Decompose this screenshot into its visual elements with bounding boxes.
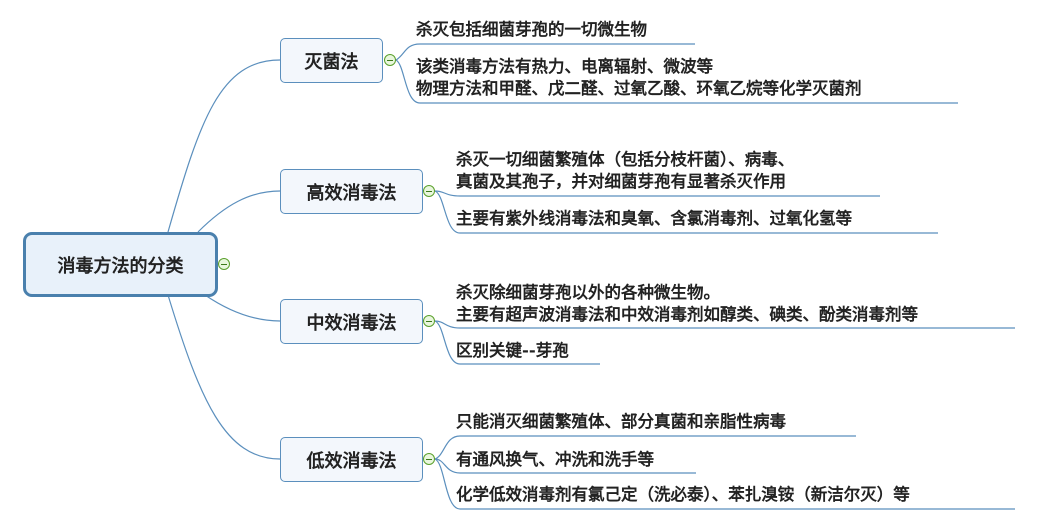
leaf-text: 化学低效消毒剂有氯己定（洗必泰）、苯扎溴铵（新洁尔灭）等 [456, 485, 910, 504]
root-label: 消毒方法的分类 [57, 255, 184, 277]
branch-label: 低效消毒法 [306, 450, 397, 472]
leaf-text: 主要有超声波消毒法和中效消毒剂如醇类、碘类、酚类消毒剂等 [456, 305, 918, 324]
collapse-toggle-icon[interactable] [218, 258, 230, 270]
branch-label: 高效消毒法 [306, 182, 397, 204]
branch-label: 中效消毒法 [306, 312, 397, 334]
collapse-toggle-icon[interactable] [423, 185, 435, 197]
leaf-text: 杀灭包括细菌芽孢的一切微生物 [416, 20, 647, 39]
collapse-toggle-icon[interactable] [384, 54, 396, 66]
leaf-node[interactable]: 杀灭包括细菌芽孢的一切微生物 [416, 19, 647, 41]
leaf-node[interactable]: 有通风换气、冲洗和洗手等 [456, 449, 654, 471]
branch-node-low-level[interactable]: 低效消毒法 [280, 437, 423, 482]
branch-label: 灭菌法 [304, 51, 359, 73]
leaf-node[interactable]: 该类消毒方法有热力、电离辐射、微波等物理方法和甲醛、戊二醛、过氧乙酸、环氧乙烷等… [416, 56, 862, 100]
leaf-text: 真菌及其孢子，并对细菌芽孢有显著杀灭作用 [456, 172, 786, 191]
leaf-text: 杀灭除细菌芽孢以外的各种微生物。 [456, 283, 720, 302]
leaf-text: 区别关键--芽孢 [456, 341, 569, 360]
branch-node-intermediate-level[interactable]: 中效消毒法 [280, 299, 423, 344]
branch-node-high-level[interactable]: 高效消毒法 [280, 169, 423, 214]
leaf-node[interactable]: 杀灭一切细菌繁殖体（包括分枝杆菌）、病毒、真菌及其孢子，并对细菌芽孢有显著杀灭作… [456, 149, 794, 193]
root-node[interactable]: 消毒方法的分类 [23, 232, 218, 297]
leaf-node[interactable]: 化学低效消毒剂有氯己定（洗必泰）、苯扎溴铵（新洁尔灭）等 [456, 484, 910, 506]
leaf-node[interactable]: 杀灭除细菌芽孢以外的各种微生物。主要有超声波消毒法和中效消毒剂如醇类、碘类、酚类… [456, 282, 918, 326]
collapse-toggle-icon[interactable] [423, 453, 435, 465]
leaf-text: 有通风换气、冲洗和洗手等 [456, 450, 654, 469]
leaf-text: 物理方法和甲醛、戊二醛、过氧乙酸、环氧乙烷等化学灭菌剂 [416, 79, 862, 98]
leaf-text: 该类消毒方法有热力、电离辐射、微波等 [416, 57, 713, 76]
leaf-text: 主要有紫外线消毒法和臭氧、含氯消毒剂、过氧化氢等 [456, 209, 852, 228]
leaf-text: 只能消灭细菌繁殖体、部分真菌和亲脂性病毒 [456, 412, 786, 431]
leaf-node[interactable]: 区别关键--芽孢 [456, 340, 569, 362]
leaf-node[interactable]: 主要有紫外线消毒法和臭氧、含氯消毒剂、过氧化氢等 [456, 208, 852, 230]
leaf-node[interactable]: 只能消灭细菌繁殖体、部分真菌和亲脂性病毒 [456, 411, 786, 433]
collapse-toggle-icon[interactable] [423, 315, 435, 327]
branch-node-sterilization[interactable]: 灭菌法 [280, 38, 383, 83]
leaf-text: 杀灭一切细菌繁殖体（包括分枝杆菌）、病毒、 [456, 150, 795, 169]
